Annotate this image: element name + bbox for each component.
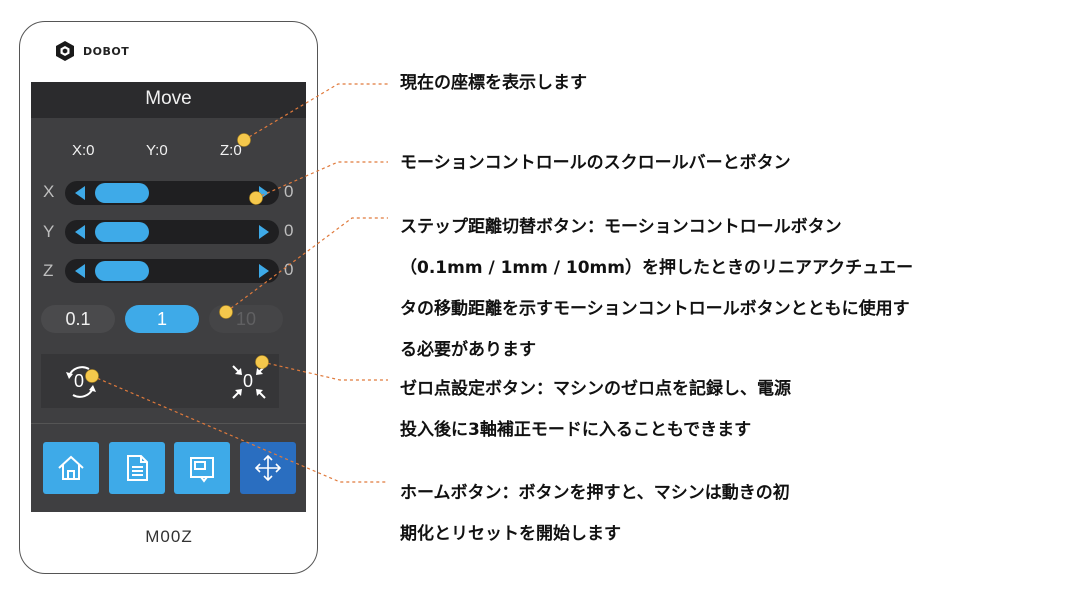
z-left-arrow-icon[interactable] bbox=[75, 264, 85, 278]
annotation-line: ホームボタン：ボタンを押すと、マシンは動きの初 bbox=[400, 483, 790, 503]
x-left-arrow-icon[interactable] bbox=[75, 186, 85, 200]
annotation-line: 現在の座標を表示します bbox=[400, 73, 587, 93]
annotation-zero-point: ゼロ点設定ボタン：マシンのゼロ点を記録し、電源 投入後に3軸補正モードに入ること… bbox=[400, 369, 791, 451]
callout-dot-step bbox=[219, 305, 233, 319]
x-axis-slider[interactable] bbox=[65, 181, 279, 205]
home-button[interactable] bbox=[43, 442, 99, 494]
home-icon bbox=[58, 455, 84, 480]
step-button-1[interactable]: 1 bbox=[125, 305, 199, 333]
zero-reset-button[interactable]: 0 bbox=[61, 362, 101, 402]
y-axis-slider[interactable] bbox=[65, 220, 279, 244]
x-slider-thumb[interactable] bbox=[95, 183, 149, 203]
annotation-line: タの移動距離を示すモーションコントロールボタンとともに使用す bbox=[400, 299, 910, 319]
coordinate-readout: X:0 Y:0 Z:0 bbox=[31, 142, 306, 162]
x-right-arrow-icon[interactable] bbox=[259, 186, 269, 200]
document-button[interactable] bbox=[109, 442, 165, 494]
device-screen: Move X:0 Y:0 Z:0 X 0 Y 0 Z 0 0.1 1 10 bbox=[31, 82, 306, 512]
zero-right-label: 0 bbox=[243, 371, 254, 391]
tablet-button[interactable] bbox=[174, 442, 230, 494]
coord-z: Z:0 bbox=[220, 142, 242, 159]
callout-dot-zero bbox=[255, 355, 269, 369]
axis-value-z: 0 bbox=[284, 260, 294, 279]
tablet-icon bbox=[190, 457, 214, 483]
annotation-line: ゼロ点設定ボタン：マシンのゼロ点を記録し、電源 bbox=[400, 379, 791, 399]
y-slider-thumb[interactable] bbox=[95, 222, 149, 242]
divider bbox=[31, 423, 306, 424]
zero-panel: 0 0 bbox=[41, 354, 279, 408]
callout-dot-coordinates bbox=[237, 133, 251, 147]
annotation-step-buttons: ステップ距離切替ボタン：モーションコントロールボタン （0.1mm / 1mm … bbox=[400, 207, 913, 371]
annotation-line: 投入後に3軸補正モードに入ることもできます bbox=[400, 420, 752, 440]
step-button-10[interactable]: 10 bbox=[209, 305, 283, 333]
annotation-coordinates: 現在の座標を表示します bbox=[400, 73, 587, 93]
screen-title: Move bbox=[31, 82, 306, 118]
axis-label-y: Y bbox=[43, 222, 55, 241]
axis-label-x: X bbox=[43, 182, 55, 201]
dobot-logo-icon bbox=[56, 41, 74, 61]
brand: DOBOT bbox=[54, 40, 129, 62]
callout-dot-scrollbar bbox=[249, 191, 263, 205]
leader-line-scrollbar bbox=[255, 161, 388, 199]
z-slider-thumb[interactable] bbox=[95, 261, 149, 281]
leader-line-home bbox=[91, 375, 388, 483]
annotation-home: ホームボタン：ボタンを押すと、マシンは動きの初 期化とリセットを開始します bbox=[400, 473, 790, 555]
annotation-line: ステップ距離切替ボタン：モーションコントロールボタン bbox=[400, 217, 842, 237]
z-axis-slider[interactable] bbox=[65, 259, 279, 283]
zero-left-label: 0 bbox=[74, 371, 85, 391]
coord-x: X:0 bbox=[72, 142, 95, 159]
annotation-line: モーションコントロールのスクロールバーとボタン bbox=[400, 153, 791, 173]
y-right-arrow-icon[interactable] bbox=[259, 225, 269, 239]
move-arrows-icon bbox=[254, 454, 282, 482]
y-left-arrow-icon[interactable] bbox=[75, 225, 85, 239]
axis-value-x: 0 bbox=[284, 182, 294, 201]
coord-y: Y:0 bbox=[146, 142, 168, 159]
callout-dot-home bbox=[85, 369, 99, 383]
annotation-scrollbar: モーションコントロールのスクロールバーとボタン bbox=[400, 153, 791, 173]
model-name: M00Z bbox=[145, 527, 193, 546]
axis-label-z: Z bbox=[43, 261, 54, 280]
annotation-line: （0.1mm / 1mm / 10mm）を押したときのリニアアクチュエー bbox=[400, 258, 914, 278]
leader-line-coordinates bbox=[243, 83, 388, 141]
brand-name: DOBOT bbox=[83, 44, 130, 58]
axis-value-y: 0 bbox=[284, 221, 294, 240]
document-icon bbox=[127, 455, 148, 481]
leader-line-step bbox=[225, 217, 388, 313]
annotation-line: る必要があります bbox=[400, 340, 536, 360]
rotate-reset-icon bbox=[66, 366, 96, 398]
move-button[interactable] bbox=[240, 442, 296, 494]
zero-set-button[interactable]: 0 bbox=[229, 362, 269, 402]
converge-arrows-icon bbox=[232, 365, 266, 399]
leader-line-zero bbox=[261, 361, 388, 381]
z-right-arrow-icon[interactable] bbox=[259, 264, 269, 278]
step-button-0-1[interactable]: 0.1 bbox=[41, 305, 115, 333]
annotation-line: 期化とリセットを開始します bbox=[400, 524, 621, 544]
